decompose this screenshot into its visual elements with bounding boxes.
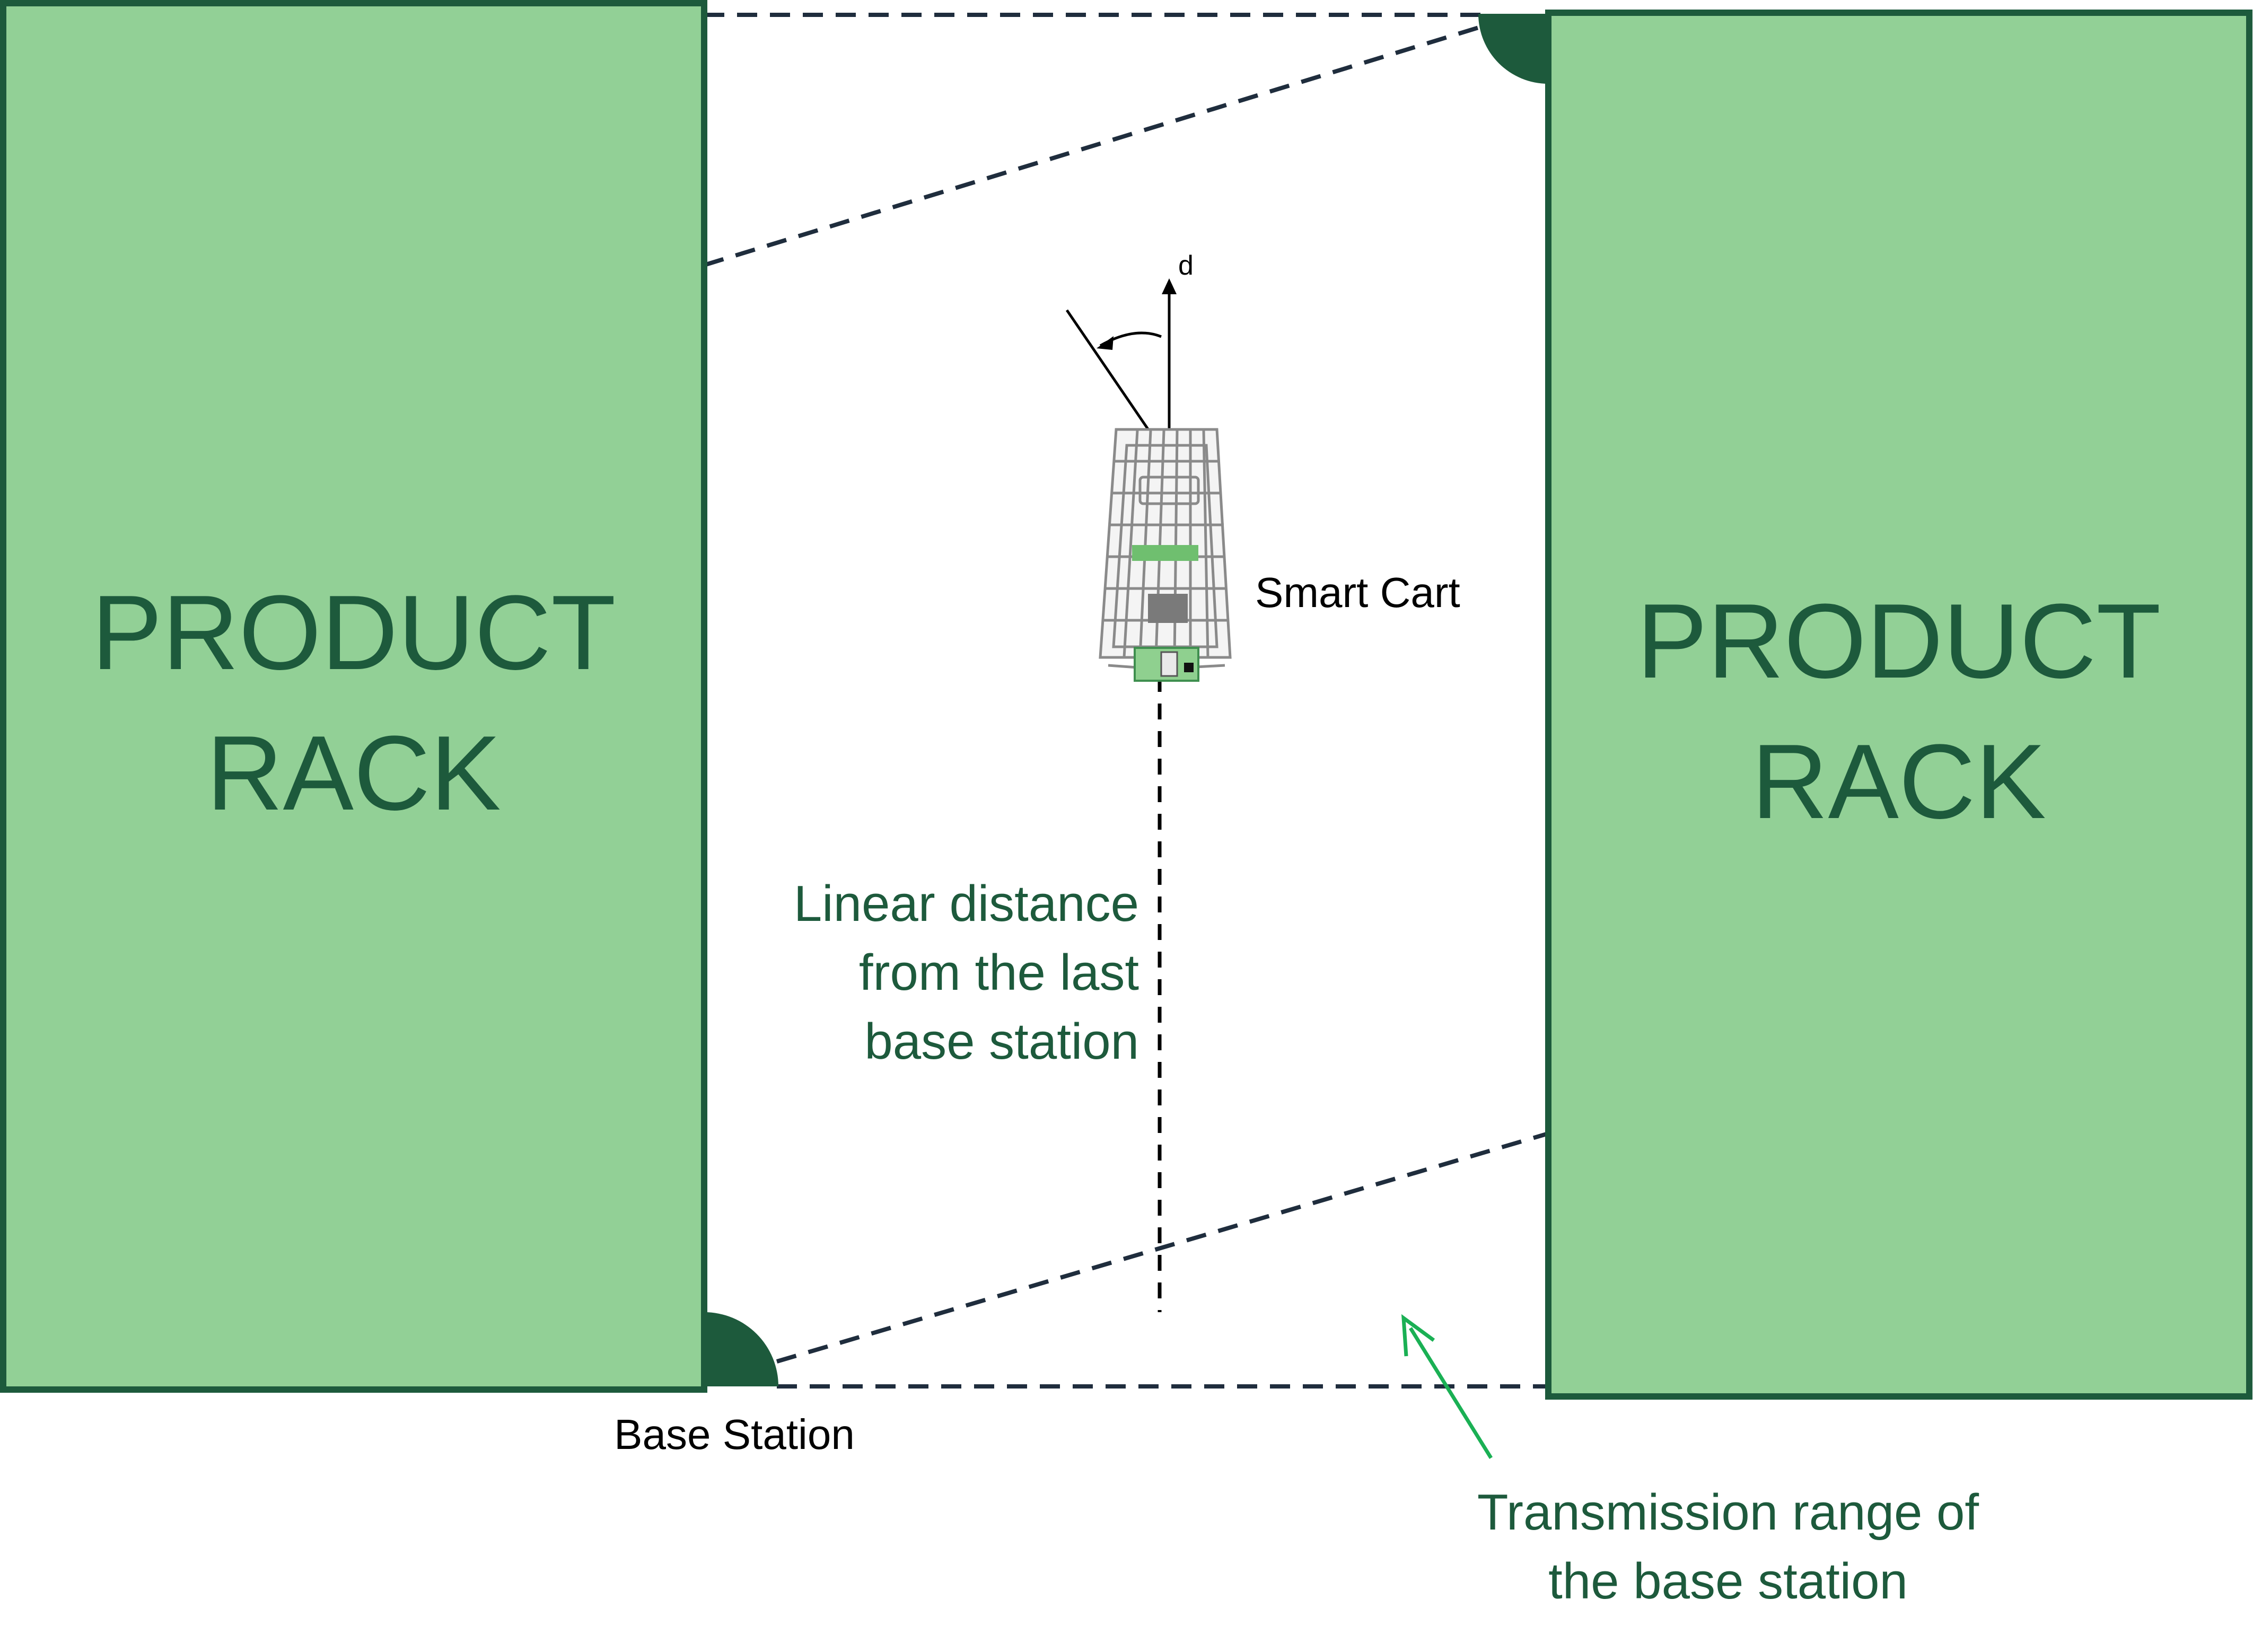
cart-wire-frame <box>1099 428 1232 671</box>
range-bottom-diagonal <box>776 1131 1549 1364</box>
transmission-range-annotation: Transmission range of the base station <box>1477 1484 1979 1610</box>
distance-note-line3: base station <box>864 1013 1139 1070</box>
right-rack-label-line1: PRODUCT <box>1637 582 2161 700</box>
range-pointer-arrowhead <box>1401 1314 1435 1357</box>
smart-cart <box>1099 428 1232 682</box>
cart-sensor-chip <box>1184 663 1194 672</box>
cart-sensor-board <box>1160 651 1178 677</box>
left-rack-label-line1: PRODUCT <box>92 574 616 692</box>
direction-label: d <box>1178 250 1194 281</box>
left-product-rack: PRODUCT RACK <box>0 0 707 1393</box>
linear-distance-annotation: Linear distance from the last base stati… <box>794 875 1139 1070</box>
left-rack-label-line2: RACK <box>206 714 501 832</box>
right-rack-body <box>1545 10 2252 1400</box>
base-station-marker <box>704 1312 778 1386</box>
top-right-station-marker <box>1478 14 1548 84</box>
angle-arc-arrowhead <box>1097 336 1114 350</box>
cart-basket-tray <box>1148 594 1188 623</box>
range-top-diagonal <box>703 24 1483 267</box>
range-note-line2: the base station <box>1548 1553 1908 1610</box>
smart-cart-label: Smart Cart <box>1255 569 1460 616</box>
right-product-rack: PRODUCT RACK <box>1545 10 2252 1400</box>
direction-arrowhead <box>1162 278 1177 294</box>
base-station-label: Base Station <box>614 1411 855 1458</box>
right-rack-label-line2: RACK <box>1751 723 2046 841</box>
left-rack-body <box>0 0 707 1393</box>
range-note-line1: Transmission range of <box>1477 1484 1979 1541</box>
distance-note-line2: from the last <box>859 944 1139 1001</box>
transmission-range-lines <box>703 13 1549 1389</box>
cart-seat-panel <box>1132 545 1198 561</box>
range-pointer-arrow <box>1409 1327 1493 1459</box>
distance-note-line1: Linear distance <box>794 875 1139 932</box>
